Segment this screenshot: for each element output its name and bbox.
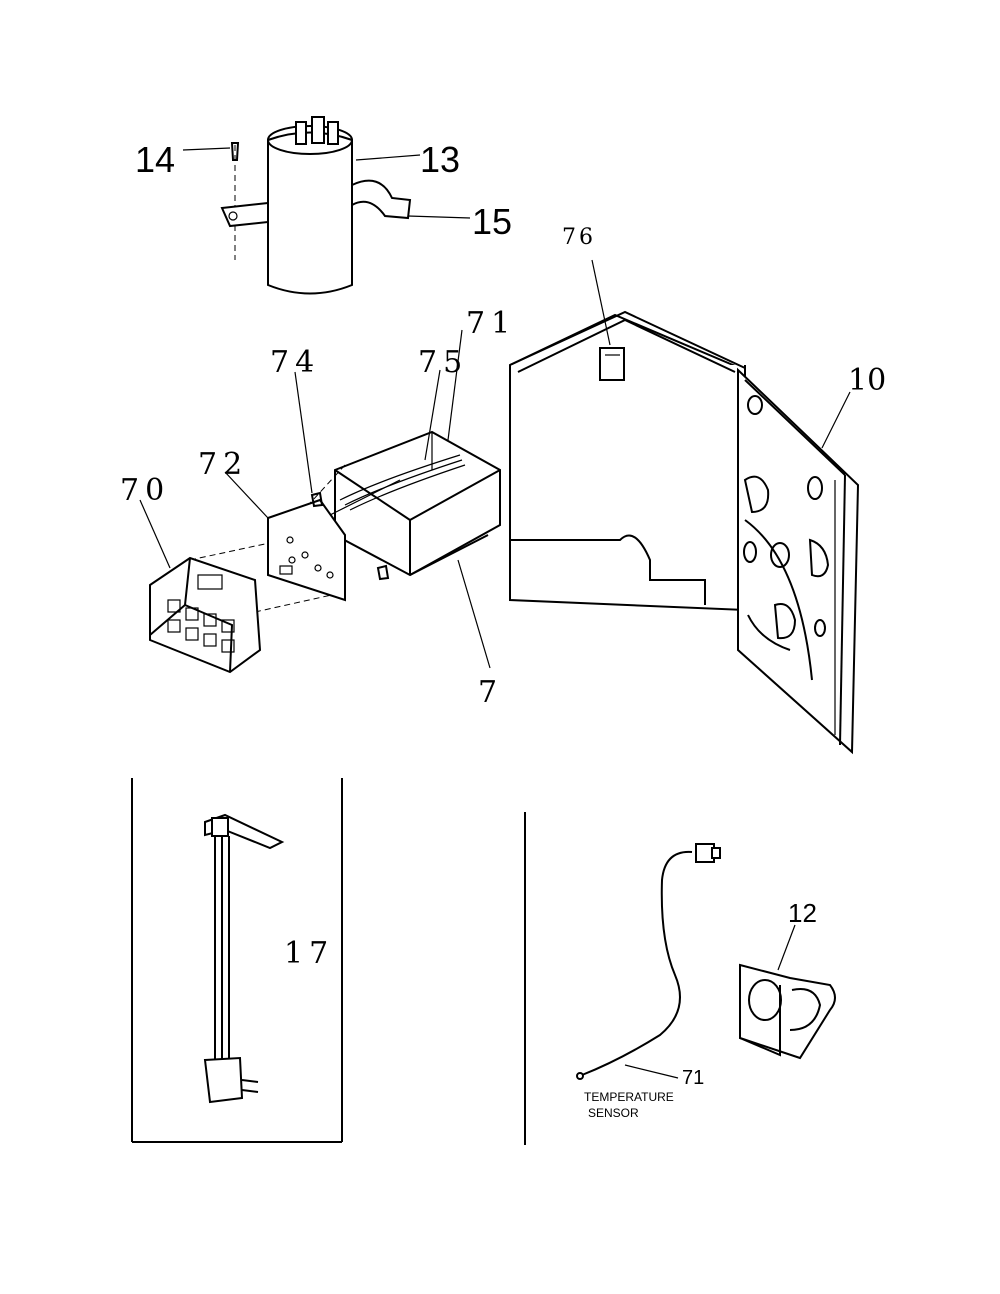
- callout-74: 74: [270, 345, 320, 380]
- callout-12: 12: [788, 898, 817, 928]
- thermostat-knob-group: [739, 924, 836, 1060]
- callout-10: 10: [848, 363, 886, 398]
- callout-71-top: 71: [466, 306, 516, 341]
- control-panel-housing-10: [509, 259, 860, 755]
- power-cord-group: [131, 778, 343, 1143]
- capacitor-group: [182, 116, 471, 295]
- callout-72: 72: [198, 447, 248, 482]
- control-box-assembly: [139, 329, 501, 674]
- temperature-sensor-group: [576, 843, 721, 1080]
- callout-75: 75: [418, 345, 468, 380]
- callout-70: 70: [120, 473, 170, 508]
- callout-14: 14: [135, 139, 175, 180]
- sensor-label-line2: SENSOR: [588, 1106, 639, 1120]
- sensor-label-line1: TEMPERATURE: [584, 1090, 674, 1104]
- callout-76: 76: [562, 225, 596, 250]
- callout-13: 13: [420, 139, 460, 180]
- callout-17: 17: [284, 936, 334, 971]
- callout-15: 15: [472, 201, 512, 242]
- callout-7: 7: [478, 675, 503, 710]
- callout-71-bottom: 71: [682, 1067, 704, 1089]
